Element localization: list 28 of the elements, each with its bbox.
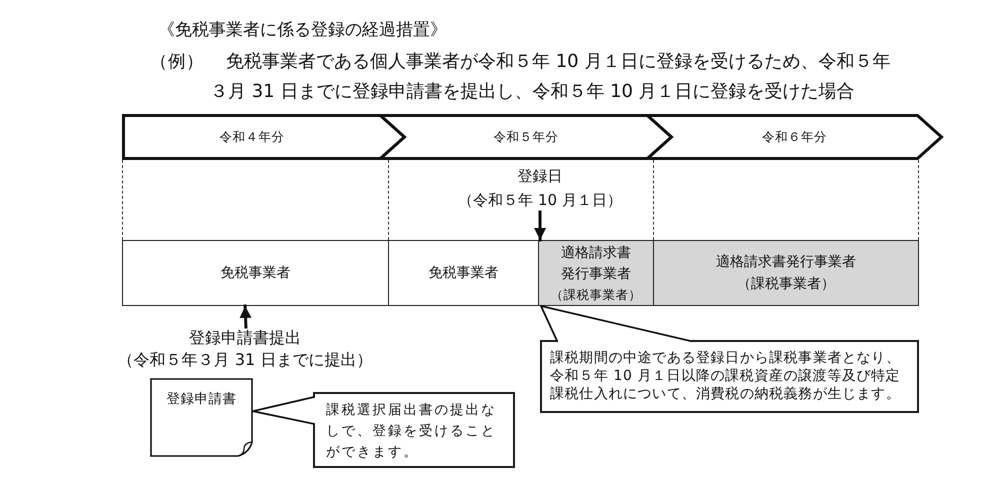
annotation-heading: 登録申請書提出 <box>189 327 301 349</box>
annotation-subtext: （令和５年 10 月１日） <box>458 190 622 211</box>
document-label: 登録申請書 <box>166 390 236 408</box>
arrow <box>240 304 252 328</box>
arrow <box>534 210 546 242</box>
status-cell <box>388 240 539 306</box>
callout-box <box>313 392 515 468</box>
diagram-title: 《免税事業者に係る登録の経過措置》 <box>158 19 447 41</box>
callout-text: 課税期間の中途である登録日から課税事業者となり、令和５年 10 月１日以降の課税資産の譲渡等及び特定課税仕入れについて、消費税の納税義務が生じます。 <box>550 349 902 403</box>
cell-note: （課税事業者） <box>550 286 642 304</box>
year-label: 令和４年分 <box>220 129 284 145</box>
timeline-segment <box>646 114 943 160</box>
example-description: 免税事業者である個人事業者が令和５年 10 月１日に登録を受けるため、令和５年３月 31 日までに登録申請書を提出し、令和５年 10 月１日に登録を受けた場合 <box>210 50 892 104</box>
cell-text: 適格請求書発行事業者 <box>716 252 856 272</box>
cell-text: 免税事業者 <box>428 264 498 282</box>
cell-text: 適格請求書発行事業者 <box>560 244 632 284</box>
status-cell <box>538 240 654 306</box>
year-label: 令和５年分 <box>494 129 558 145</box>
annotation-subtext: （令和５年３月 31 日までに提出） <box>118 349 372 371</box>
year-label: 令和６年分 <box>762 129 827 145</box>
cell-text: 免税事業者 <box>220 264 290 282</box>
status-cell <box>122 240 389 306</box>
callout-box <box>540 340 919 413</box>
example-marker: （例） <box>150 51 204 74</box>
cell-note: （課税事業者） <box>737 274 835 294</box>
status-cell <box>653 240 919 306</box>
annotation-heading: 登録日 <box>518 166 562 187</box>
callout-text: 課税選択届出書の提出なしで、登録を受けることができます。 <box>326 401 498 462</box>
